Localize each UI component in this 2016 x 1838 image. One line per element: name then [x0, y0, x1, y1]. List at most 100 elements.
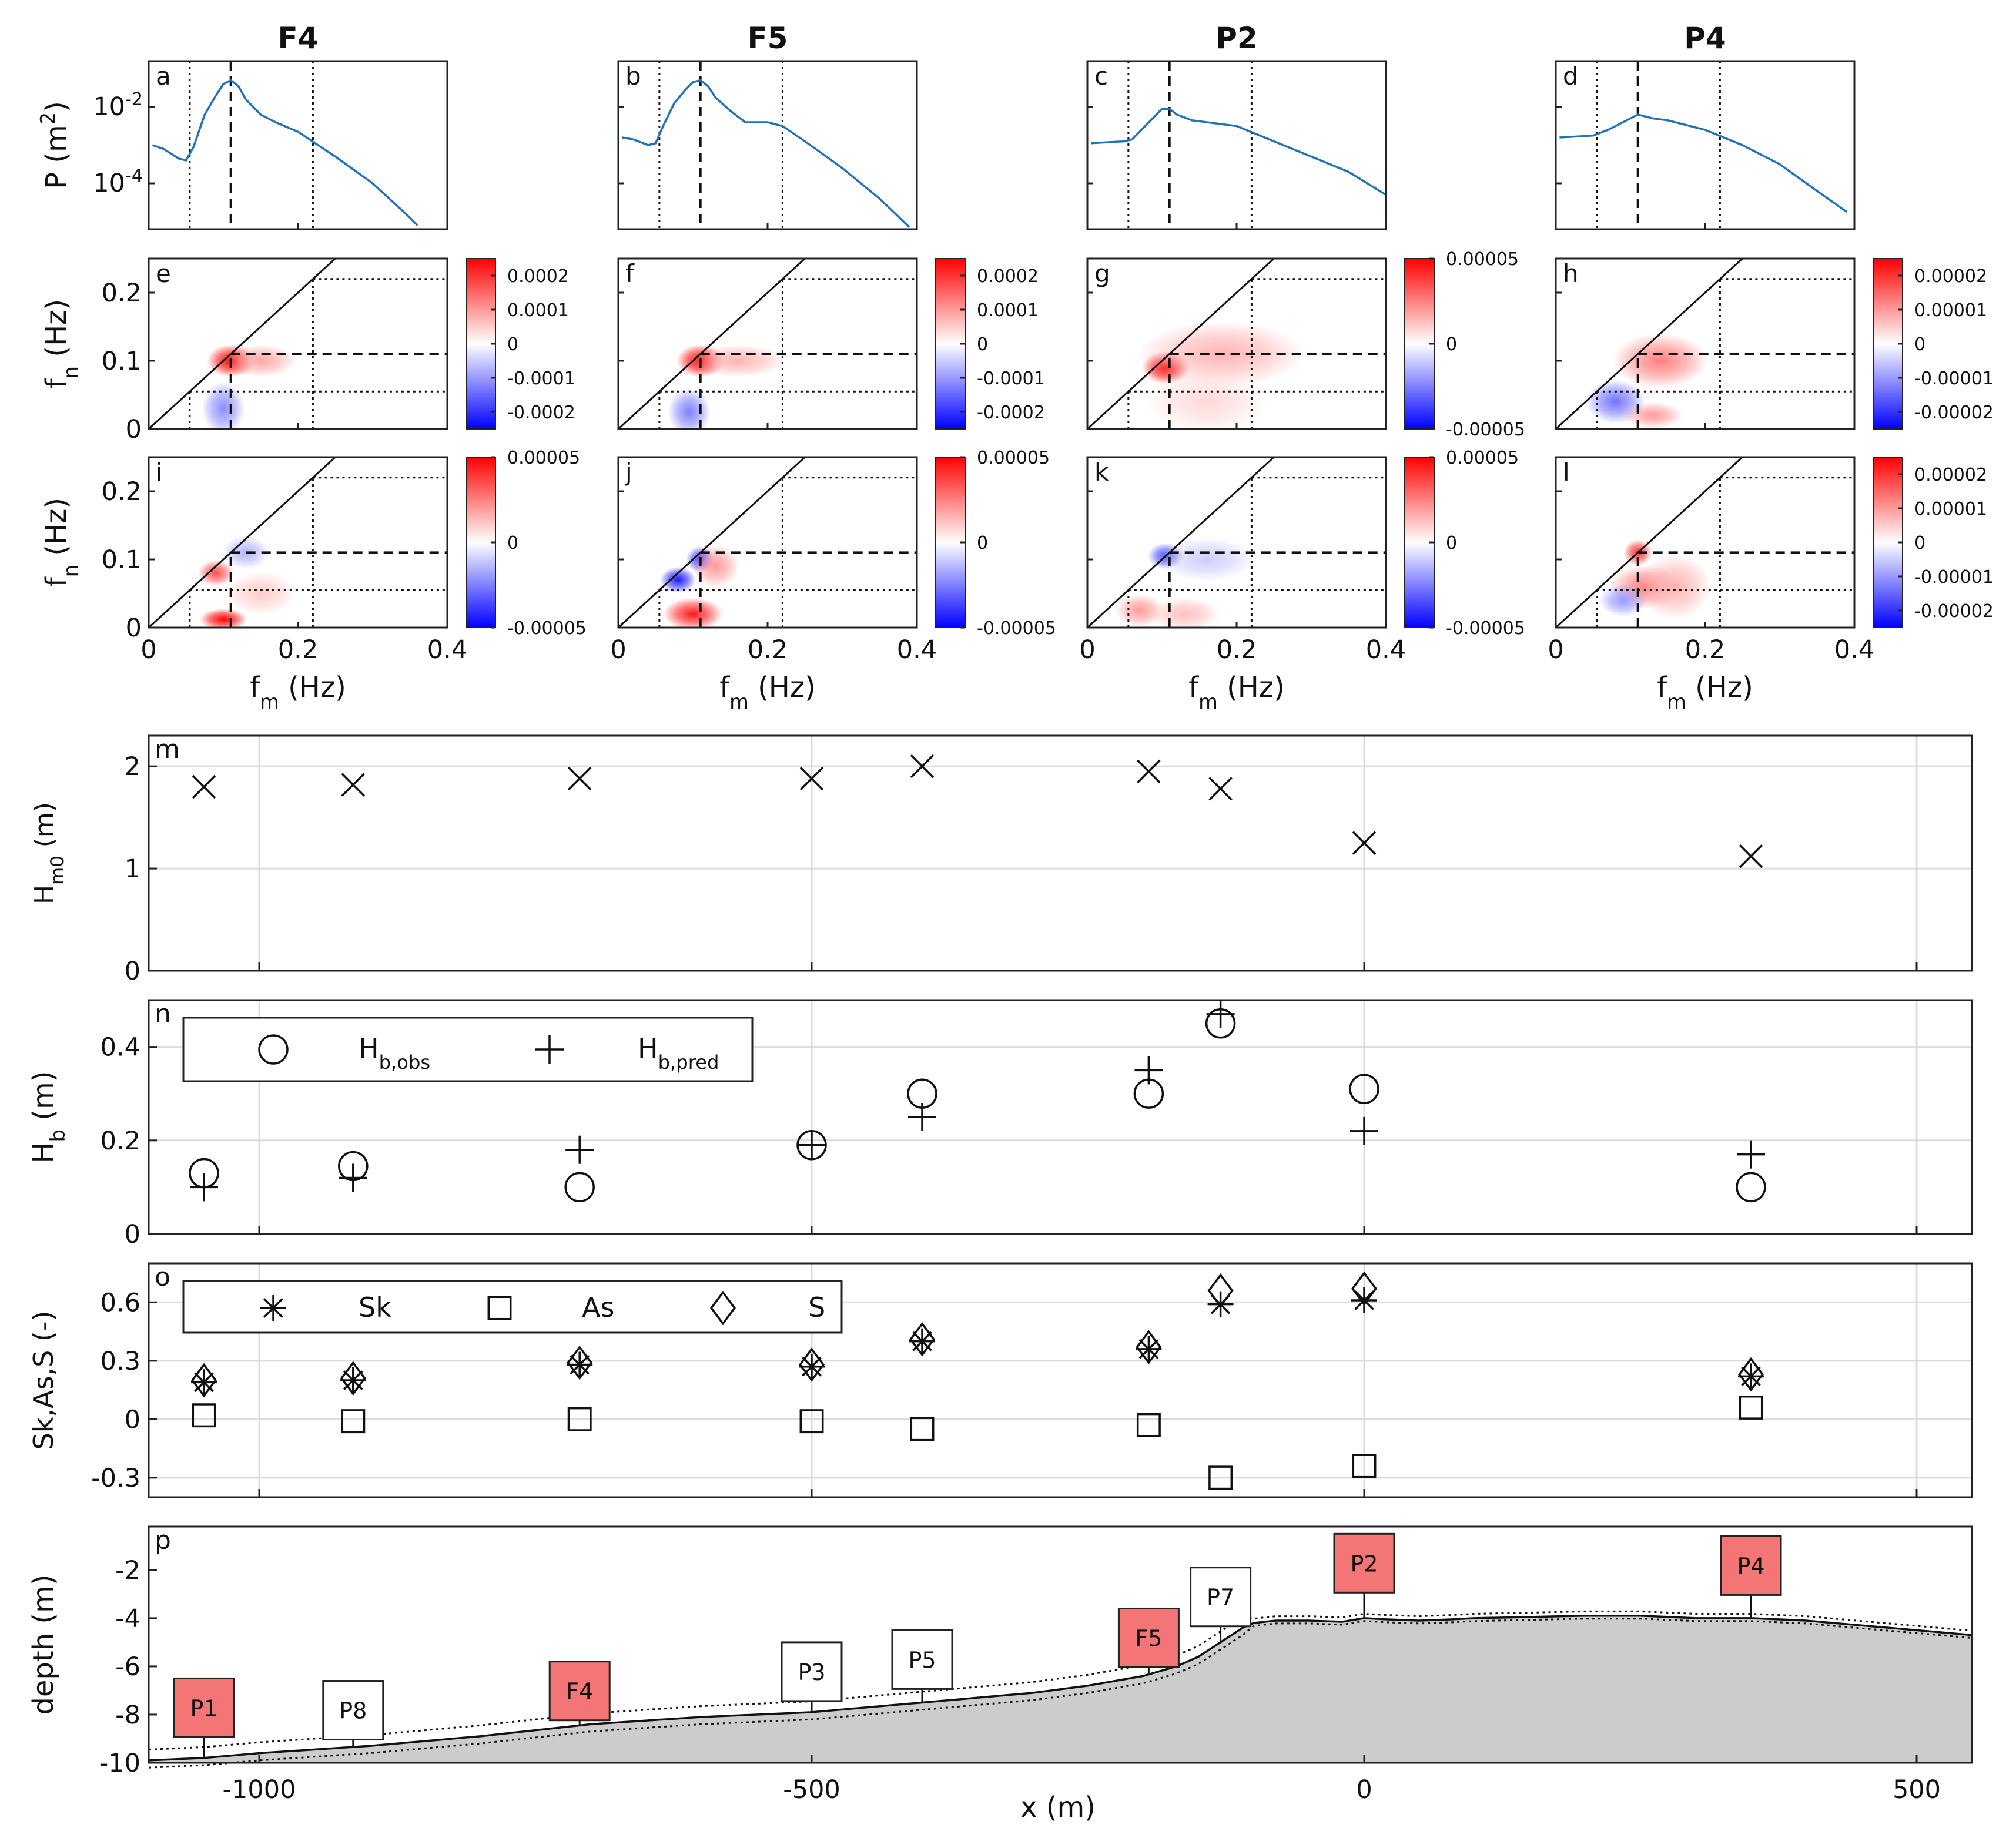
- x-marker: [341, 773, 366, 797]
- y-axis-label: Hm0 (m): [29, 802, 68, 904]
- y-tick-label: 0.1: [102, 545, 142, 575]
- legend: [182, 1280, 843, 1334]
- circle-marker: [1736, 1172, 1766, 1203]
- x-marker: [910, 754, 935, 779]
- colorbar-tick-label: -0.0002: [507, 403, 575, 423]
- spectrum-curve: [1091, 108, 1387, 196]
- y-tick-label: 10-2: [93, 89, 143, 122]
- bispectrum-blob: [1639, 554, 1712, 620]
- colorbar-tick-label: -0.00005: [507, 618, 587, 639]
- diamond-marker: [191, 1363, 217, 1398]
- colorbar-tick-label: 0: [1446, 533, 1457, 554]
- square-marker: [487, 1296, 512, 1320]
- x-tick-label: 0.2: [1217, 635, 1257, 665]
- colorbar-tick-label: 0.0002: [977, 266, 1039, 287]
- colorbar-tick-label: 0.0002: [507, 266, 569, 287]
- diamond-marker: [340, 1361, 366, 1396]
- x-tick-label: 0: [1356, 1775, 1372, 1805]
- y-tick-label: -4: [115, 1604, 140, 1634]
- colorbar-tick-label: 0.0001: [977, 300, 1039, 321]
- panel-p: [148, 1525, 1973, 1769]
- y-tick-label: 0: [125, 1405, 140, 1434]
- bispectrum-blob: [222, 536, 270, 569]
- bispectrum-blob: [1612, 333, 1709, 388]
- colorbar-tick-label: -0.0001: [507, 368, 575, 389]
- diamond-marker: [799, 1347, 825, 1382]
- y-tick-label: 0: [126, 613, 142, 643]
- diamond-marker: [1738, 1357, 1764, 1392]
- station-label-P8: P8: [339, 1698, 367, 1724]
- bispectrum-blob: [202, 381, 245, 429]
- axes-frame: [1086, 60, 1387, 230]
- bispectrum-panel-j: [617, 456, 966, 629]
- circle-marker: [1349, 1074, 1379, 1104]
- colorbar-tick-label: 0: [507, 533, 518, 554]
- colorbar: [466, 457, 496, 628]
- y-axis-label: fn (Hz): [40, 299, 82, 388]
- diagonal-line: [1555, 456, 1743, 629]
- station-marker-P2: [1333, 1532, 1395, 1594]
- colorbar-tick-label: -0.00001: [1914, 368, 1994, 389]
- x-tick-label: 0: [610, 635, 626, 665]
- y-axis-label: Sk,As,S (-): [28, 1311, 59, 1450]
- panel-letter: f: [625, 259, 635, 288]
- colorbar-tick-label: 0.00001: [1914, 499, 1987, 519]
- spectrum-curve: [622, 79, 910, 229]
- legend-label: Hb,pred: [638, 1032, 719, 1074]
- x-marker: [192, 774, 216, 799]
- bispectrum-panel-i: [148, 456, 496, 629]
- x-tick-label: 0.4: [1366, 635, 1406, 665]
- square-marker: [341, 1409, 366, 1434]
- y-tick-label: -10: [99, 1749, 140, 1778]
- panel-letter: b: [625, 62, 641, 90]
- colorbar-tick-label: 0.00002: [1914, 266, 1987, 287]
- y-axis-label: P (m2): [36, 101, 73, 189]
- colorbar-tick-label: 0: [1914, 533, 1925, 554]
- bispectrum-blob: [663, 597, 723, 628]
- x-tick-label: 0: [1079, 635, 1095, 665]
- legend-label: S: [808, 1292, 825, 1323]
- legend-box: [182, 1017, 754, 1082]
- bispectrum-panel-g: [1086, 257, 1435, 430]
- diagonal-line: [617, 257, 806, 430]
- y-axis-label: Hb (m): [27, 1071, 69, 1163]
- x-tick-label: 0: [1548, 635, 1563, 665]
- x-tick-label: -500: [783, 1775, 840, 1805]
- station-label-P2: P2: [1350, 1551, 1378, 1577]
- colorbar-tick-label: 0: [977, 533, 988, 554]
- axes-frame: [148, 456, 448, 629]
- panel-m: [148, 734, 1973, 972]
- column-title-P4: P4: [1684, 21, 1726, 55]
- x-marker: [1352, 831, 1377, 855]
- station-marker-F5: [1117, 1607, 1180, 1668]
- panel-letter: d: [1563, 62, 1579, 90]
- panel-letter: o: [155, 1262, 170, 1292]
- bispectrum-panel-k: [1086, 456, 1435, 629]
- x-tick-label: 0.4: [897, 635, 937, 665]
- colorbar-tick-label: 0.00005: [977, 448, 1050, 468]
- asterisk-marker: [1354, 1290, 1374, 1310]
- colorbar: [1404, 258, 1435, 430]
- diagonal-line: [148, 456, 336, 629]
- x-marker: [1739, 844, 1763, 868]
- x-axis-label: fm (Hz): [719, 671, 816, 713]
- seabed-profile: [148, 1615, 1973, 1762]
- colorbar-tick-label: 0: [507, 334, 518, 355]
- colorbar: [935, 457, 966, 628]
- panel-letter: c: [1094, 62, 1108, 90]
- x-tick-label: 0: [140, 635, 156, 665]
- diagonal-line: [148, 257, 336, 430]
- diagonal-line: [617, 456, 806, 629]
- diamond-marker: [1351, 1271, 1377, 1306]
- colorbar-tick-label: -0.0001: [977, 368, 1045, 389]
- station-marker-P8: [322, 1680, 384, 1741]
- panel-letter: a: [156, 62, 171, 90]
- y-tick-label: 0: [126, 415, 142, 444]
- square-marker: [567, 1407, 592, 1431]
- legend-label: Sk: [359, 1292, 391, 1323]
- square-marker: [192, 1403, 216, 1428]
- colorbar-tick-label: -0.00002: [1914, 601, 1994, 622]
- bispectrum-blob: [1148, 597, 1221, 628]
- y-tick-label: 0.2: [101, 1126, 140, 1156]
- station-label-F4: F4: [566, 1679, 593, 1705]
